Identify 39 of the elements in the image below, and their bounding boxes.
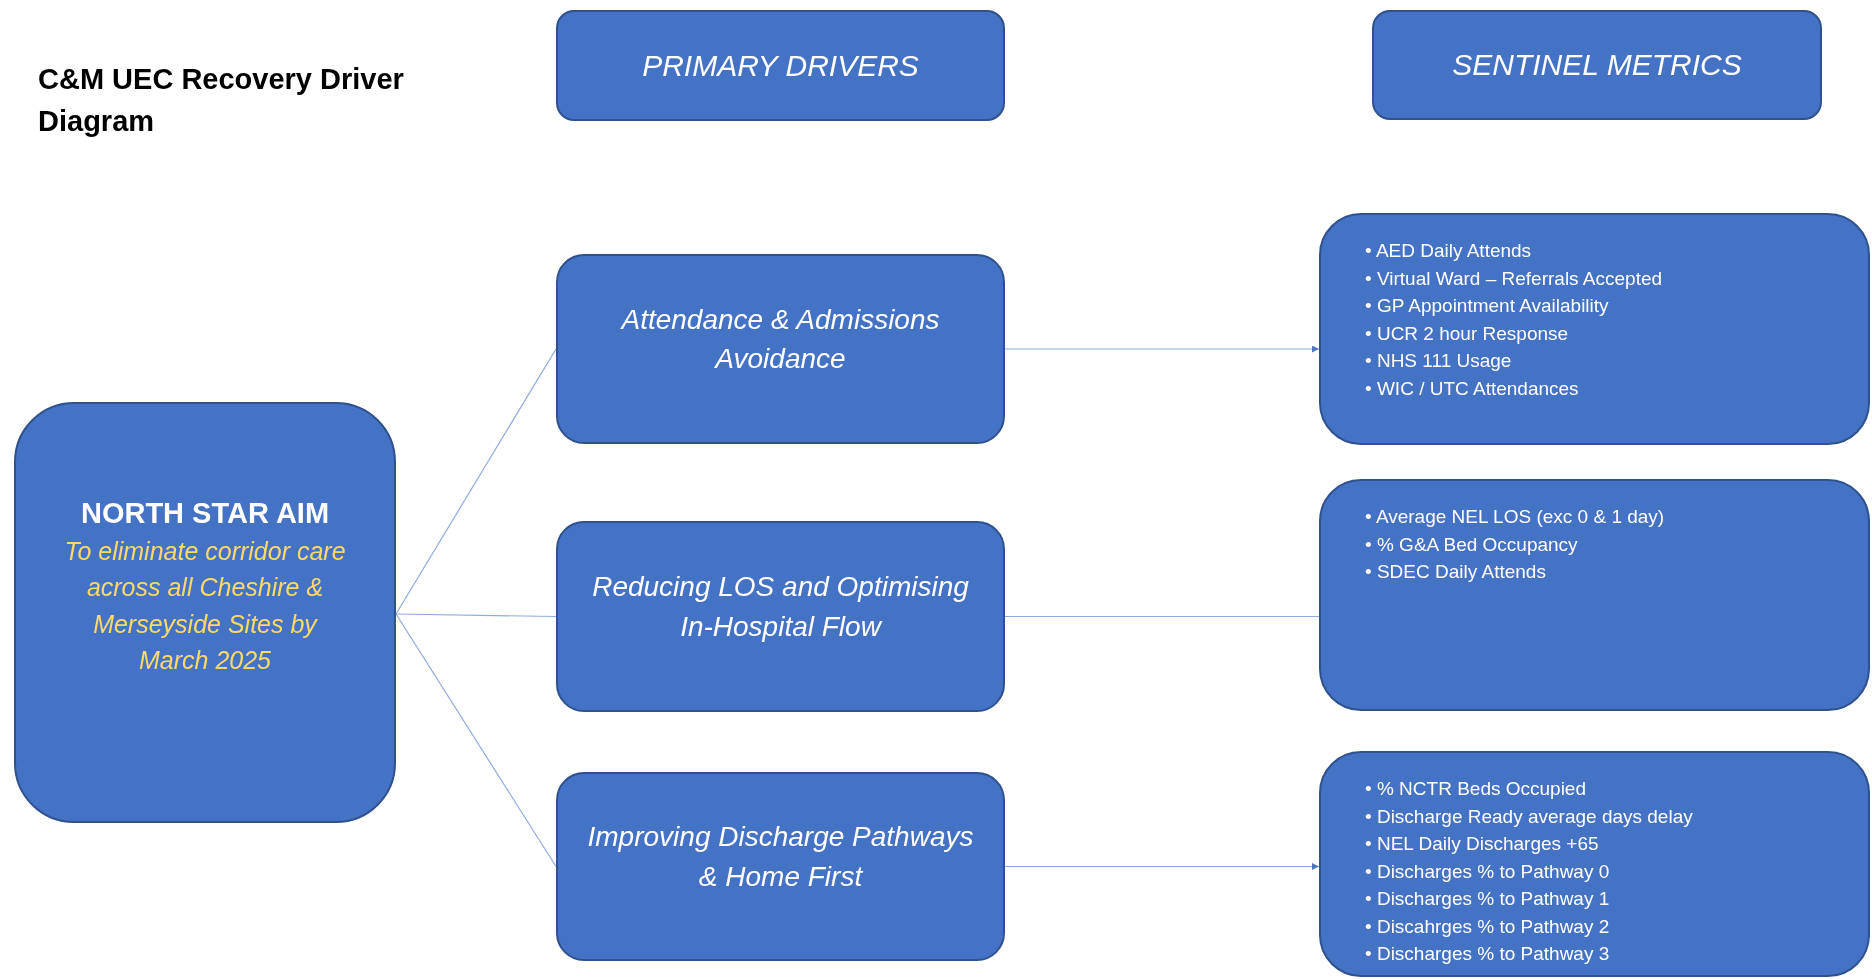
metric-item: • % NCTR Beds Occupied	[1365, 777, 1587, 801]
metric-item: • NHS 111 Usage	[1365, 349, 1513, 373]
driver-box	[556, 772, 1005, 961]
metric-item: • NEL Daily Discharges +65	[1365, 832, 1600, 856]
driver-label: Reducing LOS and Optimising In-Hospital Flow	[591, 570, 970, 644]
metric-item: • Discharge Ready average days delay	[1365, 804, 1693, 829]
metric-item: • Discharges % to Pathway 1	[1365, 887, 1611, 911]
metric-item: • Average NEL LOS (exc 0 & 1 day)	[1365, 505, 1665, 529]
aim-box	[14, 402, 396, 823]
driver-box	[556, 254, 1005, 444]
metrics-box	[1319, 213, 1870, 445]
metric-item: • UCR 2 hour Response	[1365, 321, 1570, 346]
metrics-box	[1319, 751, 1870, 977]
metric-item: • Discahrges % to Pathway 2	[1365, 914, 1611, 939]
aim-statement: To eliminate corridor care across all Cheshire & Merseyside Sites by March 2025	[63, 536, 347, 676]
metric-item: • WIC / UTC Attendances	[1365, 376, 1580, 401]
arrow	[1004, 345, 1320, 353]
connector-line	[395, 613, 557, 618]
metric-item: • % G&A Bed Occupancy	[1365, 532, 1579, 557]
driver-label: Improving Discharge Pathways & Home First	[586, 820, 975, 894]
metric-item: • AED Daily Attends	[1365, 239, 1533, 263]
aim-heading: NORTH STAR AIM	[80, 496, 330, 531]
metric-item: • Discharges % to Pathway 0	[1365, 859, 1611, 884]
metrics-box	[1319, 479, 1870, 711]
column-heading: SENTINEL METRICS	[1452, 47, 1742, 84]
metric-item: • Discharges % to Pathway 3	[1365, 942, 1611, 966]
heading-box	[556, 10, 1005, 121]
connector-line	[395, 613, 557, 868]
column-heading: PRIMARY DRIVERS	[642, 47, 919, 84]
diagram-title: C&M UEC Recovery Driver Diagram	[38, 62, 405, 140]
metric-item: • SDEC Daily Attends	[1365, 560, 1547, 584]
arrow	[1004, 863, 1320, 870]
heading-box	[1372, 10, 1822, 120]
driver-label: Attendance & Admissions Avoidance	[619, 302, 941, 376]
driver-box	[556, 521, 1005, 712]
connector-line	[1004, 615, 1320, 618]
metric-item: • Virtual Ward – Referrals Accepted	[1365, 266, 1663, 291]
connector-line	[395, 348, 557, 615]
metric-item: • GP Appointment Availability	[1365, 294, 1610, 318]
